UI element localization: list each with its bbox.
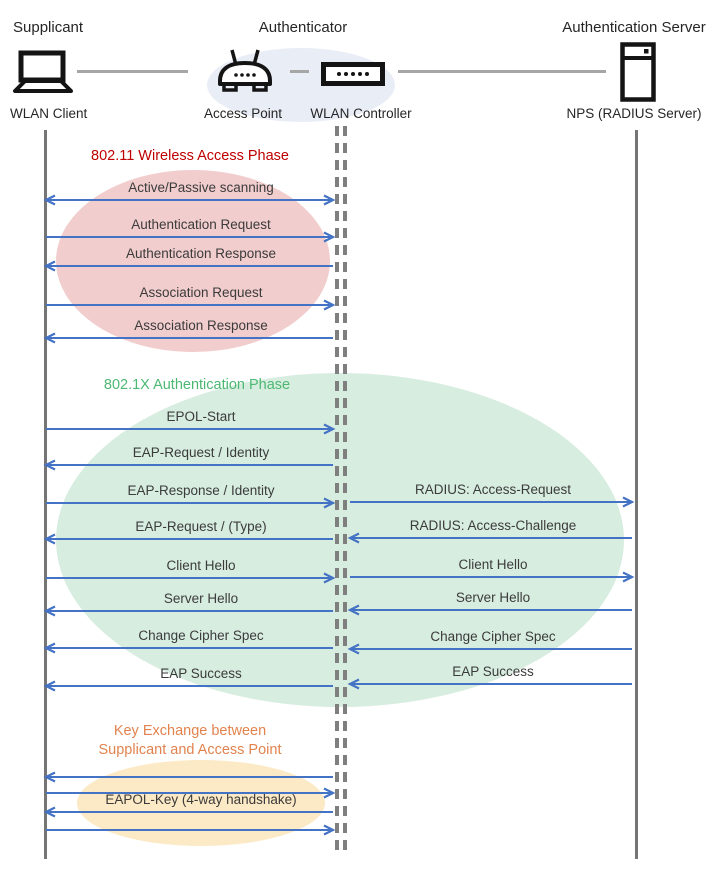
message-label-11: Client Hello [166, 558, 236, 573]
server-icon [620, 42, 656, 102]
message-label-0: Active/Passive scanning [128, 180, 274, 195]
message-label-5: EPOL-Start [166, 409, 236, 424]
message-label-7: EAP-Response / Identity [127, 483, 275, 498]
lifeline-nps-server [635, 130, 638, 859]
phase-title-2: 802.1X Authentication Phase [103, 377, 291, 393]
access-point-icon [218, 49, 272, 92]
message-label-12: Client Hello [458, 557, 528, 572]
message-label-18: EAP Success [452, 664, 534, 679]
message-label-2: Authentication Response [125, 246, 277, 261]
laptop-icon [13, 50, 73, 93]
device-label-wlan-controller: WLAN Controller [310, 106, 412, 121]
role-label-authentication-server: Authentication Server [562, 19, 706, 36]
message-label-21: EAPOL-Key (4-way handshake) [105, 792, 297, 807]
lifeline-wlan-controller-dashed-left [335, 126, 339, 856]
message-label-6: EAP-Request / Identity [132, 445, 270, 460]
message-label-10: RADIUS: Access-Challenge [409, 518, 577, 533]
message-label-8: RADIUS: Access-Request [414, 482, 572, 497]
phase-title-1: 802.11 Wireless Access Phase [91, 148, 289, 164]
message-label-1: Authentication Request [131, 217, 271, 232]
lifeline-wlan-controller-dashed-right [343, 126, 347, 856]
message-label-14: Server Hello [455, 590, 531, 605]
message-label-4: Association Response [134, 318, 268, 333]
message-label-3: Association Request [139, 285, 263, 300]
message-label-9: EAP-Request / (Type) [135, 519, 267, 534]
device-label-access-point: Access Point [203, 106, 283, 121]
connector-line-middle [290, 70, 309, 73]
role-label-authenticator: Authenticator [258, 19, 348, 36]
message-label-16: Change Cipher Spec [430, 629, 556, 644]
connector-line-left [77, 70, 188, 73]
wlan-controller-icon [321, 62, 385, 86]
message-label-17: EAP Success [160, 666, 242, 681]
lifeline-wlan-client [44, 130, 47, 859]
role-label-supplicant: Supplicant [13, 19, 84, 36]
phase-ellipse-3 [77, 760, 325, 846]
device-label-nps-radius-server: NPS (RADIUS Server) [566, 106, 702, 121]
device-label-wlan-client: WLAN Client [10, 106, 88, 121]
message-label-13: Server Hello [163, 591, 239, 606]
connector-line-right [398, 70, 606, 73]
message-label-15: Change Cipher Spec [138, 628, 264, 643]
